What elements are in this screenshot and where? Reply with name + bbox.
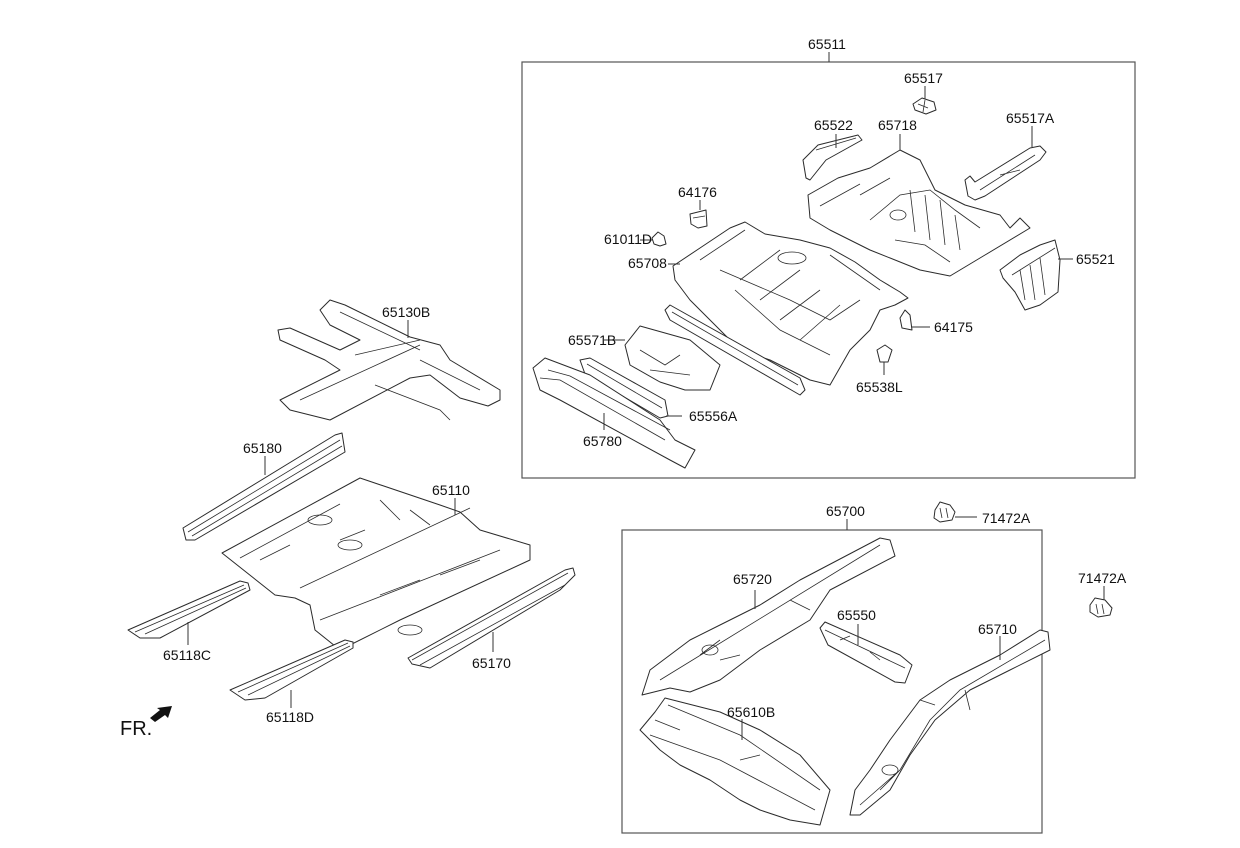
part-label-65118D[interactable]: 65118D <box>266 709 314 725</box>
group-box-65700 <box>621 529 1043 834</box>
part-label-61011D[interactable]: 61011D <box>604 231 652 247</box>
part-65130B[interactable]: 65130B <box>277 299 501 421</box>
part-65522[interactable]: 65522 <box>802 117 863 181</box>
part-65517A[interactable]: 65517A <box>964 110 1055 201</box>
part-71472A-right[interactable]: 71472A <box>1078 570 1127 618</box>
part-label-71472A-right[interactable]: 71472A <box>1078 570 1127 586</box>
part-label-65517[interactable]: 65517 <box>904 70 943 86</box>
part-label-65538L[interactable]: 65538L <box>856 379 903 395</box>
part-label-65110[interactable]: 65110 <box>432 482 470 498</box>
part-65710[interactable]: 65710 <box>849 621 1051 816</box>
part-label-64175[interactable]: 64175 <box>934 319 973 335</box>
part-65170[interactable]: 65170 <box>407 567 576 671</box>
part-label-65550[interactable]: 65550 <box>837 607 876 623</box>
part-label-65511[interactable]: 65511 <box>808 36 846 52</box>
part-label-65170[interactable]: 65170 <box>472 655 511 671</box>
front-arrow-icon <box>150 706 172 722</box>
part-65780[interactable]: 65780 <box>532 357 696 469</box>
part-label-65718[interactable]: 65718 <box>878 117 917 133</box>
part-label-65180[interactable]: 65180 <box>243 440 282 456</box>
part-65550[interactable]: 65550 <box>819 607 913 684</box>
part-label-71472A-top[interactable]: 71472A <box>982 510 1031 526</box>
part-65720[interactable]: 65720 <box>641 537 896 696</box>
group-65700: 65700 <box>621 503 1043 834</box>
part-label-65517A[interactable]: 65517A <box>1006 110 1055 126</box>
part-label-65720[interactable]: 65720 <box>733 571 772 587</box>
part-65556A[interactable]: 65556A <box>579 357 738 424</box>
part-label-65521[interactable]: 65521 <box>1076 251 1115 267</box>
part-65538L[interactable]: 65538L <box>856 344 903 395</box>
part-label-65571B[interactable]: 65571B <box>568 332 616 348</box>
part-label-65700[interactable]: 65700 <box>826 503 865 519</box>
part-71472A-top[interactable]: 71472A <box>933 501 1031 526</box>
part-label-64176[interactable]: 64176 <box>678 184 717 200</box>
front-label: FR. <box>120 718 152 740</box>
part-65110[interactable]: 65110 <box>221 477 531 651</box>
part-label-65118C[interactable]: 65118C <box>163 647 211 663</box>
group-65511: 65511 <box>521 36 1136 479</box>
part-label-65130B[interactable]: 65130B <box>382 304 430 320</box>
part-61011D[interactable]: 61011D <box>604 231 667 247</box>
part-crossmember <box>664 304 806 396</box>
part-label-65780[interactable]: 65780 <box>583 433 622 449</box>
part-label-65610B[interactable]: 65610B <box>727 704 775 720</box>
part-65521[interactable]: 65521 <box>999 239 1115 311</box>
part-65180[interactable]: 65180 <box>182 432 346 541</box>
part-65610B[interactable]: 65610B <box>639 697 831 826</box>
part-65718[interactable]: 65718 <box>807 117 1031 277</box>
part-label-65522[interactable]: 65522 <box>814 117 853 133</box>
part-65118D[interactable]: 65118D <box>229 639 354 725</box>
part-65517[interactable]: 65517 <box>904 70 943 115</box>
front-direction-indicator: FR. <box>120 706 172 740</box>
part-64176[interactable]: 64176 <box>678 184 717 229</box>
part-65118C[interactable]: 65118C <box>127 580 251 663</box>
part-65571B[interactable]: 65571B <box>568 325 721 391</box>
part-label-65708[interactable]: 65708 <box>628 255 667 271</box>
part-label-65710[interactable]: 65710 <box>978 621 1017 637</box>
part-label-65556A[interactable]: 65556A <box>689 408 738 424</box>
part-64175[interactable]: 64175 <box>899 309 973 335</box>
